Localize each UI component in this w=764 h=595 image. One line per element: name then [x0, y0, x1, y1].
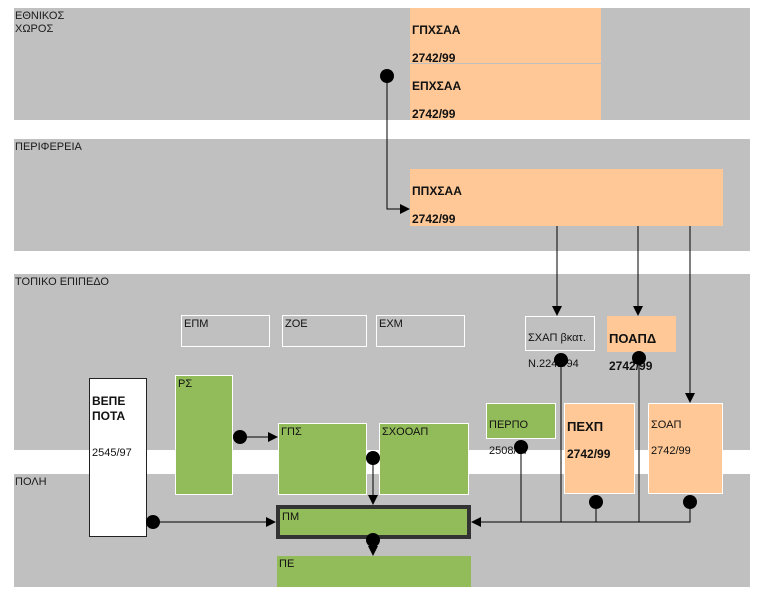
node-perpo-law: 2508/97 [489, 445, 529, 457]
node-soap-title: ΣΟΑΠ [651, 419, 682, 431]
node-sxooap: ΣΧΟΟΑΠ [379, 423, 469, 495]
node-sxap-title: ΣΧΑΠ βκατ. [528, 332, 586, 344]
node-pe: ΠΕ [277, 556, 471, 587]
node-ppxsaa: ΠΠΧΣΑΑ 2742/99 [410, 169, 723, 226]
node-vepe: ΒΕΠΕ ΠΟΤΑ 2545/97 [89, 378, 147, 537]
node-soap-law: 2742/99 [651, 445, 691, 457]
level-label-regional: ΠΕΡΙΦΕΡΕΙΑ [15, 141, 82, 153]
band-national [14, 8, 750, 120]
node-soap: ΣΟΑΠ 2742/99 [648, 403, 723, 494]
node-gpxsaa: ΓΠΧΣΑΑ 2742/99 [410, 8, 601, 65]
node-pm: ΠΜ [276, 505, 471, 539]
node-vepe-law: 2545/97 [92, 447, 132, 459]
node-vepe-title: ΒΕΠΕ ΠΟΤΑ [92, 394, 126, 423]
node-sxap-law: Ν.2242/94 [528, 358, 579, 370]
node-perpo: ΠΕΡΠΟ 2508/97 [486, 403, 556, 457]
node-sxap: ΣΧΑΠ βκατ. Ν.2242/94 [525, 316, 595, 370]
node-pexp-law: 2742/99 [567, 447, 611, 461]
connector-dot [366, 451, 380, 465]
node-ppxsaa-title: ΠΠΧΣΑΑ [412, 184, 462, 198]
node-poapd-law: 2742/99 [609, 359, 653, 373]
node-zoe: ΖΟΕ [282, 315, 367, 347]
node-epxsaa: ΕΠΧΣΑΑ 2742/99 [410, 64, 601, 121]
level-label-national: ΕΘΝΙΚΟΣ ΧΩΡΟΣ [15, 10, 65, 35]
node-gpxsaa-law: 2742/99 [412, 51, 456, 65]
node-poapd: ΠΟΑΠΔ 2742/99 [607, 316, 676, 373]
level-label-local: ΤΟΠΙΚΟ ΕΠΙΠΕΔΟ [15, 276, 109, 288]
node-rs: ΡΣ [175, 375, 233, 495]
node-perpo-title: ΠΕΡΠΟ [489, 419, 529, 431]
node-poapd-title: ΠΟΑΠΔ [609, 331, 657, 346]
node-ppxsaa-law: 2742/99 [412, 212, 456, 226]
node-gpxsaa-title: ΓΠΧΣΑΑ [412, 23, 461, 37]
node-pexp: ΠΕΧΠ 2742/99 [564, 403, 635, 494]
node-epm: ΕΠΜ [181, 315, 270, 347]
node-epxsaa-title: ΕΠΧΣΑΑ [412, 79, 462, 93]
node-pexp-title: ΠΕΧΠ [567, 419, 604, 434]
node-gps: ΓΠΣ [278, 423, 367, 495]
level-label-city: ΠΟΛΗ [15, 476, 47, 488]
node-exm: ΕΧΜ [376, 315, 465, 347]
node-epxsaa-law: 2742/99 [412, 107, 456, 121]
